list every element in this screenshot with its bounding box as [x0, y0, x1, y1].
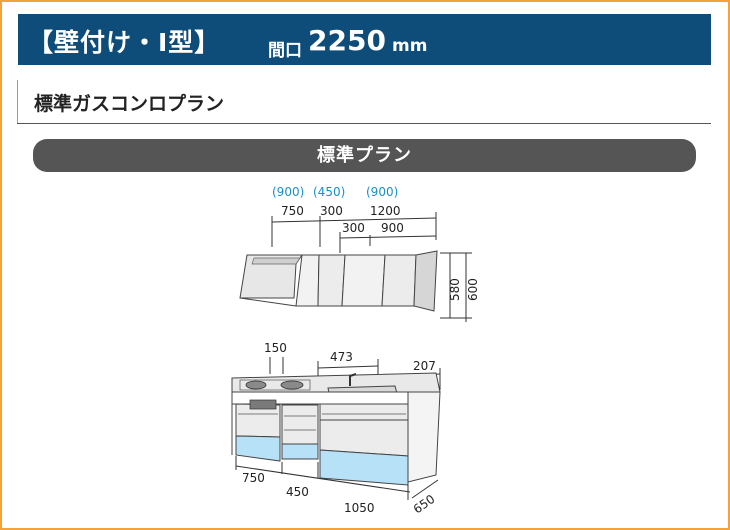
base-top-dim-3: 207 [413, 359, 436, 373]
wall-sub-width-1: 300 [342, 221, 365, 235]
wall-cabinet-side [413, 250, 438, 312]
wall-cabinet-unit [239, 250, 438, 312]
section-divider-vertical [17, 80, 18, 124]
drawer-sink-upper [319, 403, 409, 421]
wall-alt-width-1: (900) [272, 185, 304, 199]
wall-cabinet-panel-4 [381, 254, 417, 307]
wall-cabinet-panel-1 [295, 254, 320, 307]
blue-drawer-middle [281, 443, 319, 460]
wall-alt-width-2: (450) [313, 185, 345, 199]
header-width-value: 2250 [308, 24, 386, 57]
base-bottom-width-3: 1050 [344, 501, 375, 515]
wall-sub-width-2: 900 [381, 221, 404, 235]
burner-right-icon [280, 380, 304, 390]
header-bar: 【壁付け・I型】 間口 2250 mm [18, 14, 711, 65]
header-title: 【壁付け・I型】 [28, 28, 221, 57]
base-top-dim-2: 473 [330, 350, 353, 364]
base-top-dim-1: 150 [264, 341, 287, 355]
header-width-unit: mm [392, 36, 428, 56]
wall-height-1: 580 [448, 278, 462, 301]
base-bottom-width-2: 450 [286, 485, 309, 499]
header-width-label: 間口 [268, 41, 302, 61]
base-bottom-width-1: 750 [242, 471, 265, 485]
wall-alt-width-3: (900) [366, 185, 398, 199]
wall-width-2: 300 [320, 204, 343, 218]
wall-width-1: 750 [281, 204, 304, 218]
wall-dimension-lines [271, 212, 472, 322]
base-cabinet-unit [231, 372, 441, 486]
wall-width-3: 1200 [370, 204, 401, 218]
base-bottom-dimension-lines [235, 456, 439, 500]
oven-grill-icon [249, 399, 277, 410]
section-title: 標準ガスコンロプラン [34, 93, 225, 115]
blue-drawer-right [319, 449, 409, 486]
wall-height-2: 600 [466, 278, 480, 301]
cabinet-side-panel [407, 391, 441, 483]
wall-cabinet-panel-3 [341, 254, 386, 307]
burner-left-icon [245, 380, 267, 390]
drawer-middle-upper [281, 404, 319, 445]
cooktop [239, 379, 311, 391]
section-divider-horizontal [17, 123, 711, 124]
blue-drawer-left [235, 435, 281, 462]
plan-bar-label: 標準プラン [317, 145, 412, 166]
plan-bar: 標準プラン [33, 139, 696, 172]
range-hood [239, 254, 303, 299]
faucet-icon [349, 373, 357, 386]
range-hood-filter [251, 257, 301, 265]
wall-cabinet-panel-2 [317, 254, 346, 307]
